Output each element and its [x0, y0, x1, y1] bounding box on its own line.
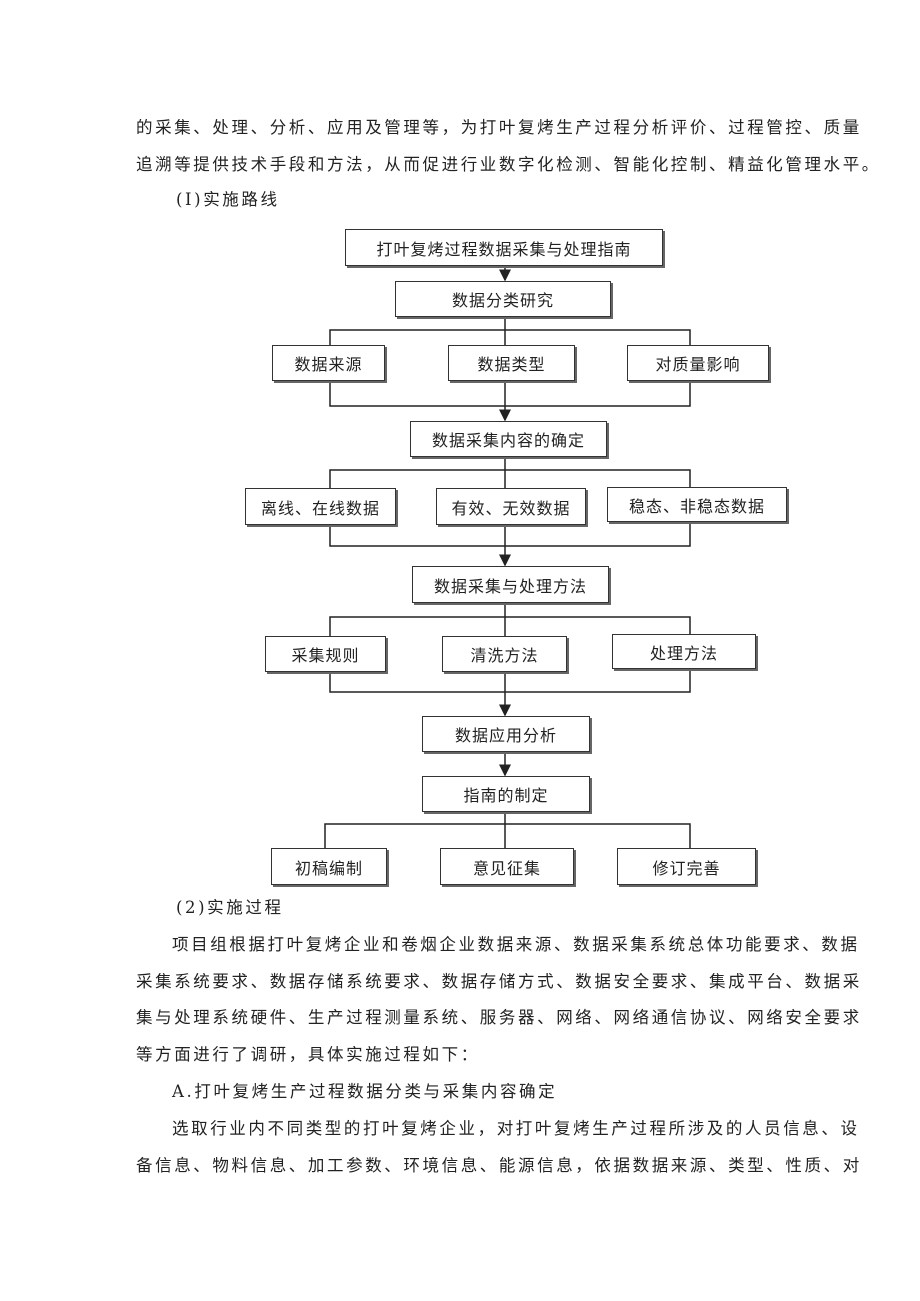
flow-box-step3: 数据采集与处理方法 — [412, 566, 609, 603]
paragraph-line: 备信息、物料信息、加工参数、环境信息、能源信息，依据数据来源、类型、性质、对 — [136, 1156, 862, 1175]
flow-box-child: 采集规则 — [265, 636, 386, 672]
flow-box-child: 意见征集 — [440, 848, 574, 885]
flow-box-child: 对质量影响 — [627, 345, 769, 381]
flow-box-child: 清洗方法 — [442, 636, 567, 672]
flow-box-title: 打叶复烤过程数据采集与处理指南 — [345, 229, 663, 266]
flow-box-child: 初稿编制 — [271, 848, 387, 885]
flow-box-child: 数据类型 — [448, 345, 575, 381]
connector — [329, 317, 691, 345]
flow-box-step1: 数据分类研究 — [395, 281, 611, 317]
paragraph-line: 项目组根据打叶复烤企业和卷烟企业数据来源、数据采集系统总体功能要求、数据 — [172, 935, 860, 954]
paragraph-line: 采集系统要求、数据存储系统要求、数据存储方式、数据安全要求、集成平台、数据采 — [136, 972, 862, 991]
flow-box-step2: 数据采集内容的确定 — [410, 421, 607, 457]
paragraph-line: 的采集、处理、分析、应用及管理等，为打叶复烤生产过程分析评价、过程管控、质量 — [136, 118, 862, 137]
connector — [324, 812, 691, 848]
connector — [329, 381, 691, 407]
paragraph-line: 等方面进行了调研，具体实施过程如下： — [136, 1045, 480, 1064]
flow-box-child: 处理方法 — [612, 634, 756, 669]
connector — [329, 457, 691, 488]
paragraph-line: 追溯等提供技术手段和方法，从而促进行业数字化检测、智能化控制、精益化管理水平。 — [136, 155, 881, 174]
flow-box-child: 数据来源 — [272, 345, 385, 381]
flow-box-child: 稳态、非稳态数据 — [607, 487, 787, 522]
flow-box-child: 离线、在线数据 — [245, 488, 396, 525]
flow-box-step4: 数据应用分析 — [422, 716, 590, 752]
connector — [329, 669, 691, 693]
connector — [329, 603, 691, 636]
heading-section-a: A.打叶复烤生产过程数据分类与采集内容确定 — [172, 1082, 558, 1101]
flow-box-child: 修订完善 — [617, 848, 756, 885]
connector — [329, 522, 691, 547]
heading-implementation-process: (2)实施过程 — [176, 898, 284, 917]
flow-box-child: 有效、无效数据 — [436, 488, 586, 525]
flow-box-step5: 指南的制定 — [422, 776, 590, 812]
heading-implementation-route: (I)实施路线 — [176, 190, 280, 209]
paragraph-line: 选取行业内不同类型的打叶复烤企业，对打叶复烤生产过程所涉及的人员信息、设 — [172, 1119, 860, 1138]
paragraph-line: 集与处理系统硬件、生产过程测量系统、服务器、网络、网络通信协议、网络安全要求 — [136, 1008, 862, 1027]
